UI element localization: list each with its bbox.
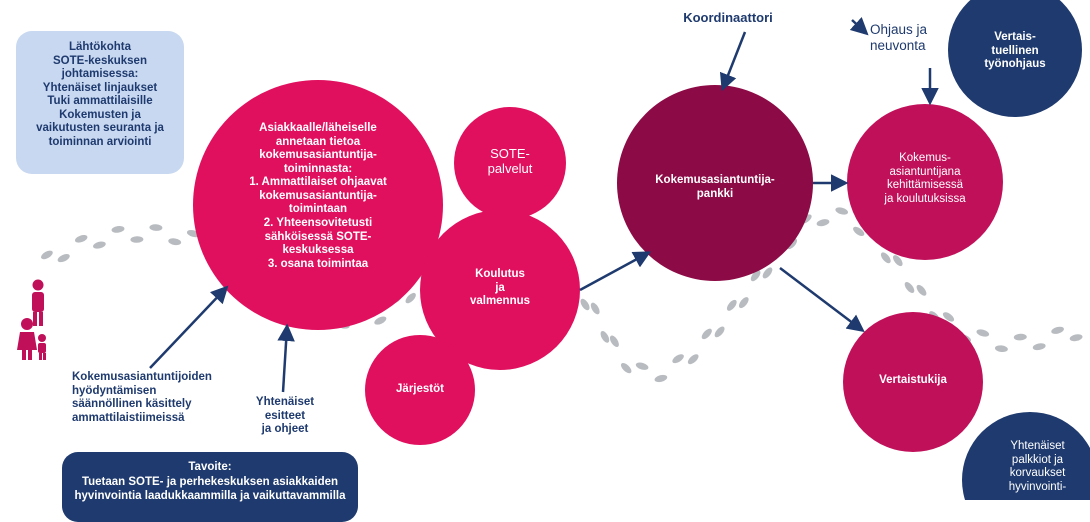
diagram-canvas xyxy=(17,0,1090,500)
footprint-icon xyxy=(130,236,144,243)
footprint-icon xyxy=(93,241,106,249)
koulutus-text: Koulutus ja valmennus xyxy=(469,268,531,308)
footprint-icon xyxy=(374,316,387,325)
footprint-icon xyxy=(994,345,1008,353)
ohjaus-label: Ohjaus ja neuvonta xyxy=(870,22,928,53)
vertaistukija-text: Vertaistukija xyxy=(879,374,947,386)
footprint-icon xyxy=(687,354,699,365)
node-pankki xyxy=(617,85,813,281)
footprint-icon xyxy=(816,219,830,227)
koordinaattori-label: Koordinaattori xyxy=(683,10,773,25)
arrow-icon xyxy=(719,31,747,92)
footprint-icon xyxy=(1013,333,1027,341)
footprint-icon xyxy=(41,250,53,260)
footprint-icon xyxy=(853,226,865,237)
footprint-icon xyxy=(1051,326,1064,334)
start-text: Lähtökohta SOTE-keskuksen johtamisessa: … xyxy=(36,41,164,148)
node-jarjestot xyxy=(365,335,475,445)
footprint-icon xyxy=(405,292,416,304)
hyodyntaminen-label: Kokemusasiantuntijoiden hyödyntämisen sä… xyxy=(72,371,212,424)
footprint-icon xyxy=(580,298,590,311)
main-info-text: Asiakkaalle/läheiselle annetaan tietoa k… xyxy=(249,122,387,270)
arrow-icon xyxy=(849,17,869,36)
kehittaminen-text: Kokemus- asiantuntijana kehittämisessä j… xyxy=(884,152,966,205)
footprint-icon xyxy=(904,282,915,293)
footprint-icon xyxy=(1032,343,1046,351)
start-box xyxy=(16,31,184,174)
arrow-icon xyxy=(149,285,229,369)
footprint-icon xyxy=(654,374,668,383)
node-kehittaminen xyxy=(847,104,1003,260)
footprint-icon xyxy=(111,226,125,233)
goal-text: Tuetaan SOTE- ja perhekeskuksen asiakkai… xyxy=(74,476,346,502)
jarjestot-text: Järjestöt xyxy=(396,383,444,395)
footprint-icon xyxy=(976,329,990,337)
arrow-icon xyxy=(779,267,865,333)
footprint-icon xyxy=(726,299,737,311)
footprint-icon xyxy=(149,224,163,231)
node-vertaistukija xyxy=(843,312,983,452)
arrow-icon xyxy=(277,323,295,393)
palkkiot-text: Yhtenäiset palkkiot ja korvaukset hyvinv… xyxy=(1008,440,1067,493)
footprint-icon xyxy=(620,363,632,374)
arrow-icon xyxy=(579,251,652,292)
footprint-icon xyxy=(762,267,773,279)
pankki-text: Kokemusasiantuntija- pankki xyxy=(655,174,775,200)
footprint-icon xyxy=(880,252,891,264)
footprint-icon xyxy=(893,255,903,267)
footprint-icon xyxy=(714,326,725,338)
node-tyonohjaus xyxy=(948,0,1082,117)
sote-text: SOTE- palvelut xyxy=(487,146,533,177)
footprint-icon xyxy=(835,207,849,215)
yhtenaiset-label: Yhtenäiset esitteet ja ohjeet xyxy=(255,396,315,436)
footprint-icon xyxy=(916,284,927,296)
footprint-icon xyxy=(738,297,749,309)
footprint-icon xyxy=(600,331,610,343)
node-sote xyxy=(454,107,566,219)
goal-title: Tavoite: xyxy=(188,461,232,473)
footprint-icon xyxy=(609,335,619,348)
family-icon xyxy=(17,279,46,360)
footprint-icon xyxy=(57,254,70,263)
footprint-icon xyxy=(1069,334,1083,342)
footprint-icon xyxy=(750,270,761,282)
node-palkkiot xyxy=(962,412,1090,500)
footprint-icon xyxy=(590,302,600,315)
footprint-icon xyxy=(74,234,88,243)
tyonohjaus-text: Vertais- tuellinen työnohjaus xyxy=(984,31,1046,71)
footprint-icon xyxy=(701,328,712,340)
node-main-info xyxy=(193,80,443,330)
footprint-icon xyxy=(168,238,182,246)
footprint-icon xyxy=(942,312,955,322)
footprint-icon xyxy=(635,362,649,370)
footprint-icon xyxy=(672,354,684,364)
node-koulutus xyxy=(420,210,580,370)
